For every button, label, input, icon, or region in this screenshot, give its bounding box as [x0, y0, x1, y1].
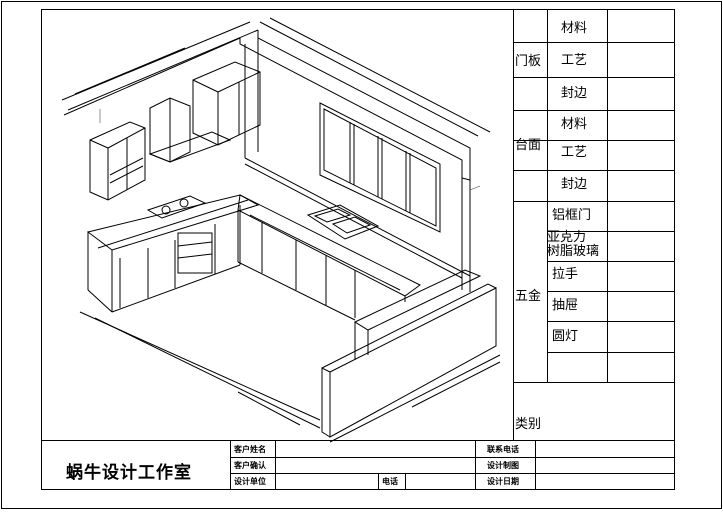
hw-acrylic: 亚克力 [547, 230, 587, 245]
client-name-label: 客户姓名 [234, 445, 266, 454]
client-confirm-label: 客户确认 [234, 461, 266, 470]
counter-material: 材料 [561, 117, 588, 132]
phone-label: 电话 [382, 477, 398, 486]
door-edging: 封边 [561, 86, 588, 101]
side-panel-grid [513, 10, 675, 440]
base-cabinets [86, 157, 471, 321]
floor-hatch [99, 109, 481, 191]
dimension-lines [61, 17, 501, 443]
counter-edging: 封边 [561, 177, 588, 192]
design-date-label: 设计日期 [487, 477, 519, 486]
hw-handle: 拉手 [552, 267, 579, 282]
inner-border [41, 9, 675, 490]
studio-name: 蜗牛设计工作室 [66, 463, 192, 483]
door-craft: 工艺 [561, 53, 588, 68]
group-countertop: 台面 [515, 138, 542, 153]
contact-phone-label: 联系电话 [487, 445, 519, 454]
design-unit-label: 设计单位 [234, 477, 266, 486]
drawing-label: 设计制图 [487, 461, 519, 470]
hw-resin-glass: 树脂玻璃 [547, 244, 600, 259]
title-block-grid [42, 440, 675, 489]
door-material: 材料 [561, 21, 588, 36]
group-door-panel: 门板 [515, 54, 542, 69]
hw-aluminium-door: 铝框门 [552, 208, 592, 223]
group-hardware: 五金 [515, 289, 542, 304]
wall-cabinets [89, 61, 261, 201]
hw-drawer: 抽屉 [552, 298, 579, 313]
category-label: 类别 [515, 417, 542, 432]
kitchen-walls [63, 29, 497, 438]
window [319, 102, 441, 233]
hw-round-light: 圆灯 [552, 329, 579, 344]
counter-craft: 工艺 [561, 145, 588, 160]
